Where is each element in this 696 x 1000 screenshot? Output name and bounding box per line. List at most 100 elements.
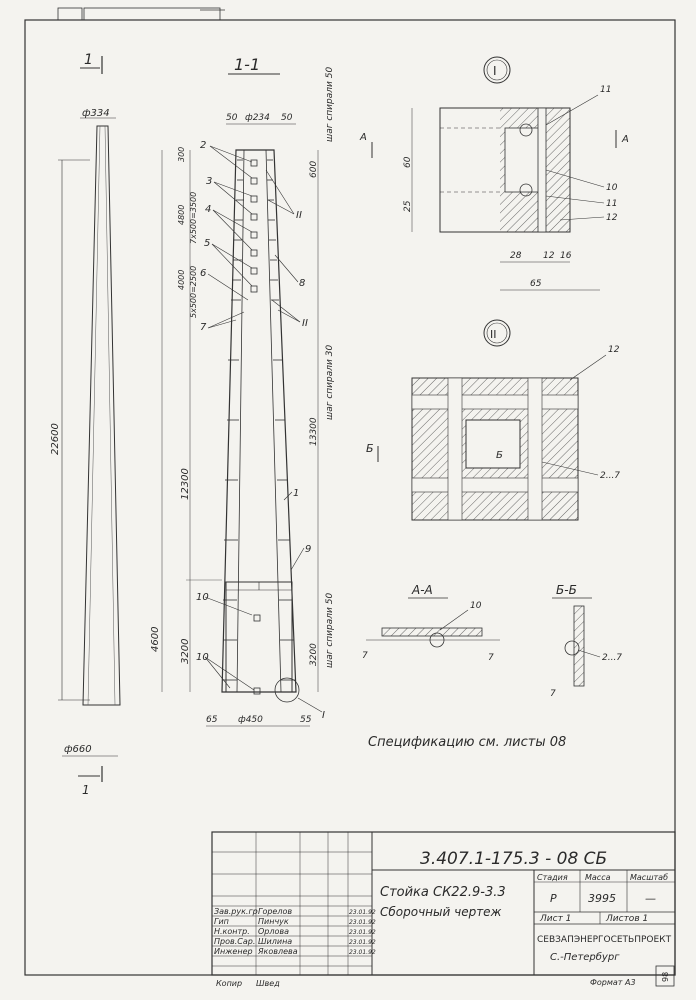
section-BB: Б-Б 2...7 7: [550, 583, 622, 699]
callout-6: 6: [200, 268, 206, 279]
callout-10a: 10: [196, 592, 209, 603]
callout-10b: 10: [196, 652, 209, 663]
organization: СЕВЗАПЭНЕРГОСЕТЬПРОЕКТ: [537, 935, 672, 945]
person-role: Н.контр.: [214, 927, 250, 936]
dim-i65: 65: [530, 279, 542, 289]
person-date: 23.01.92: [349, 919, 376, 926]
col-stage: Стадия: [537, 873, 568, 882]
sheet-number: Лист 1: [539, 914, 571, 924]
dim-s7c: 7: [550, 689, 556, 699]
detail-II-label: II: [490, 328, 497, 341]
specification-note: Спецификацию см. листы 08: [368, 735, 566, 750]
dim-l4600: 4600: [150, 627, 161, 652]
dim-l12300: 12300: [180, 468, 191, 500]
person-date: 23.01.92: [349, 909, 376, 916]
view-1-label: 1: [84, 52, 93, 68]
detail-I-mark-A-left: А: [359, 132, 367, 143]
callout-2: 2: [200, 140, 206, 151]
copied-name: Швед: [256, 979, 280, 988]
detail-I-mark-A-right: А: [621, 134, 629, 145]
dim-bot-step: шаг спирали 50: [325, 593, 335, 668]
drawing-name: Стойка СК22.9-3.3: [380, 885, 506, 900]
view-1-1: 1-1 50 ф234 50: [150, 55, 335, 727]
callout-II-b: II: [302, 318, 308, 329]
leader-lines: [204, 145, 305, 691]
detail-I-callout-11b: 11: [606, 199, 617, 209]
dim-i25: 25: [403, 200, 413, 212]
person-date: 23.01.92: [349, 939, 376, 946]
detail-II-mark-B: Б: [366, 442, 374, 455]
col-mass: Масса: [585, 873, 611, 882]
dim-total: 22600: [50, 423, 61, 455]
section-AA-label: А-А: [411, 583, 433, 597]
dim-d660: ф660: [64, 744, 92, 755]
dim-t600: 600: [309, 161, 319, 178]
dim-i16: 16: [560, 251, 572, 261]
dim-s7a: 7: [362, 651, 368, 661]
dim-v4000: 4000: [177, 270, 186, 290]
scale-value: —: [645, 892, 656, 905]
drawing-subtitle: Сборочный чертеж: [380, 905, 502, 919]
detail-II-mark-B-inner: Б: [496, 450, 503, 461]
pole-section-outline: [221, 149, 297, 693]
detail-I-label: I: [493, 64, 497, 78]
title-block: 3.407.1-175.3 - 08 СБ Стойка СК22.9-3.3 …: [211, 831, 676, 988]
person-date: 23.01.92: [349, 949, 376, 956]
embedded-parts: [250, 159, 261, 695]
section-AA: А-А 10 7 7: [362, 583, 500, 663]
detail-II-callout-2-7: 2...7: [600, 471, 620, 481]
detail-I-callout-10: 10: [606, 183, 618, 193]
person-name: Пинчук: [258, 917, 289, 926]
callout-4: 4: [205, 204, 211, 215]
drawing-code: 3.407.1-175.3 - 08 СБ: [420, 849, 607, 869]
dim-v300: 300: [177, 147, 186, 162]
copied-label: Копир: [216, 979, 242, 988]
dim-v4800: 4800: [177, 205, 186, 225]
stage-value: Р: [550, 892, 557, 905]
dim-b65: 65: [206, 715, 218, 725]
dim-l3200: 3200: [180, 639, 191, 664]
callout-detail-I: I: [322, 710, 325, 721]
detail-II-callout-12: 12: [608, 345, 620, 355]
person-role: Пров.Сар.: [214, 937, 255, 946]
dim-v3500: 7х500=3500: [189, 192, 198, 244]
section-BB-label: Б-Б: [556, 583, 577, 597]
callout-7: 7: [200, 322, 207, 333]
dim-top-50b: 50: [281, 113, 293, 123]
dim-i60: 60: [403, 156, 413, 168]
view-1: 1 ф334 22600 ф660 1: [50, 52, 121, 797]
dim-i12: 12: [543, 251, 555, 261]
section-BB-callout-2-7: 2...7: [602, 653, 622, 663]
person-name: Орлова: [258, 927, 289, 936]
detail-II: II Б Б 12 2...7: [366, 319, 620, 521]
person-name: Шилина: [258, 937, 292, 946]
view-1-1-label: 1-1: [234, 55, 260, 74]
section-AA-callout-10: 10: [470, 601, 482, 611]
dim-d234: ф234: [245, 113, 270, 123]
dim-v2500: 5х500=2500: [189, 266, 198, 318]
spiral-marks: [222, 159, 295, 681]
detail-I-callout-11a: 11: [600, 85, 611, 95]
view-1-bottom-label: 1: [82, 783, 90, 797]
city: С.-Петербург: [550, 951, 620, 963]
pole-side-outline: [82, 125, 121, 706]
sheets-total: Листов 1: [605, 914, 648, 924]
dim-i28: 28: [510, 251, 522, 261]
dim-d334: ф334: [82, 108, 110, 119]
detail-I-callout-12: 12: [606, 213, 618, 223]
detail-I: I А А 60 25 28 12 16 65 11 10 11 12: [359, 56, 629, 291]
format: Формат А3: [590, 978, 636, 987]
callout-8: 8: [299, 278, 305, 289]
dim-s7b: 7: [488, 653, 494, 663]
mass-value: 3995: [588, 892, 616, 905]
person-date: 23.01.92: [349, 929, 376, 936]
dim-d450: ф450: [238, 715, 263, 725]
person-role: Инженер: [214, 947, 253, 956]
callout-5: 5: [204, 238, 210, 249]
dim-top-step: шаг спирали 50: [325, 67, 335, 142]
dim-b55: 55: [300, 715, 312, 725]
dim-m13300: 13300: [309, 417, 319, 446]
callout-9: 9: [305, 544, 311, 555]
person-name: Яковлева: [257, 947, 298, 956]
